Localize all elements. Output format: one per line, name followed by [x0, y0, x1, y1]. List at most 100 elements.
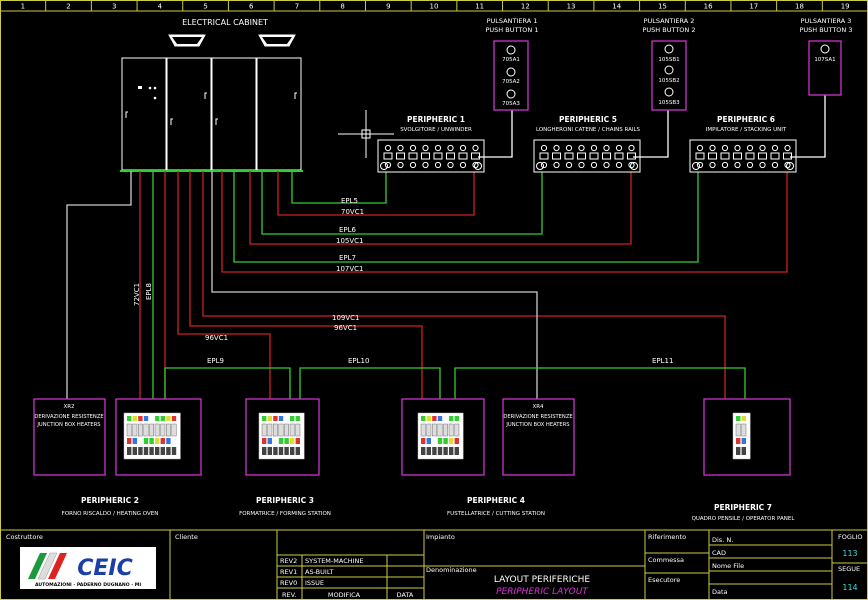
bottom-peripheric-7: PERIPHERIC 7 QUADRO PENSILE / OPERATOR P… — [692, 398, 796, 522]
terminal-block — [602, 152, 611, 160]
module-led — [273, 438, 278, 444]
module-slot — [165, 423, 171, 437]
terminal-block — [627, 152, 636, 160]
svg-text:705A1: 705A1 — [502, 57, 520, 63]
cable-105vc1 — [249, 171, 632, 245]
cable-epl5 — [291, 171, 387, 204]
cabinet-door-4 — [256, 57, 302, 171]
svg-text:JUNCTION BOX HEATERS: JUNCTION BOX HEATERS — [36, 422, 100, 428]
module-led — [143, 416, 149, 421]
connector-icon — [786, 162, 794, 170]
svg-text:IMPILATORE / STACKING UNIT: IMPILATORE / STACKING UNIT — [706, 127, 787, 133]
svg-text:FORNO RISCALDO / HEATING OVEN: FORNO RISCALDO / HEATING OVEN — [62, 511, 159, 517]
label-107vc1: 107VC1 — [336, 265, 364, 273]
module-slot — [741, 423, 747, 437]
module-led — [736, 438, 741, 444]
column-number: 9 — [386, 3, 390, 11]
module-slot — [735, 423, 741, 437]
module-led — [426, 438, 431, 444]
module-led — [166, 438, 171, 444]
terminal-block — [708, 152, 717, 160]
module-terminal — [736, 447, 741, 455]
svg-text:QUADRO PENSILE / OPERATOR PANE: QUADRO PENSILE / OPERATOR PANEL — [692, 516, 796, 522]
module-led — [262, 416, 267, 421]
module-slot — [437, 423, 443, 437]
module-slot — [267, 423, 273, 437]
column-number: 18 — [795, 3, 804, 11]
module-slot — [149, 423, 154, 437]
cable-epl9 — [164, 367, 291, 399]
terminal-icon — [734, 161, 741, 169]
label-denominazione: Denominazione — [426, 566, 477, 574]
module-led — [443, 438, 448, 444]
module-led — [273, 416, 278, 421]
column-number: 12 — [521, 3, 530, 11]
svg-text:FORMATRICE / FORMING STATION: FORMATRICE / FORMING STATION — [239, 511, 331, 517]
module-slot — [273, 423, 278, 437]
column-number: 3 — [112, 3, 116, 11]
cabinet-door-1 — [121, 57, 167, 171]
junction-box-xr2: XR2 DERIVAZIONE RESISTENZE JUNCTION BOX … — [33, 398, 106, 476]
terminal-icon — [397, 161, 404, 169]
module-terminal — [437, 447, 443, 455]
label-109vc1: 109VC1 — [332, 314, 360, 322]
label-nome-file: Nome File — [712, 562, 744, 570]
button-icon — [506, 45, 516, 55]
terminal-icon — [784, 161, 791, 169]
column-number: 2 — [66, 3, 70, 11]
terminal-block — [770, 152, 780, 160]
label-dis-n: Dis. N. — [712, 536, 733, 544]
terminal-icon — [709, 144, 716, 152]
rev-2: REV2 — [280, 557, 297, 565]
module-slot — [126, 423, 132, 437]
electrical-cabinet — [120, 34, 303, 172]
module-terminal — [449, 447, 454, 455]
module-led — [443, 416, 448, 421]
terminal-block — [733, 152, 742, 160]
module-led — [290, 438, 295, 444]
terminal-icon — [422, 144, 429, 152]
top-peripheric-1: PERIPHERIC 1 SVOLGITORE / UNWINDER — [377, 115, 485, 173]
module-terminal — [160, 447, 165, 455]
button-icon — [664, 65, 674, 75]
module-led — [138, 438, 143, 444]
module-led — [155, 438, 160, 444]
module-led — [736, 416, 741, 421]
connector-icon — [630, 162, 638, 170]
cable-epl11 — [454, 367, 746, 399]
module-terminal — [295, 447, 300, 455]
module-led — [127, 438, 132, 444]
terminal-block — [758, 152, 767, 160]
module-slot — [289, 423, 295, 437]
terminal-block — [396, 152, 405, 160]
module-led — [295, 438, 300, 444]
module-slot — [284, 423, 289, 437]
push-button-3: PULSANTIERA 3 PUSH BUTTON 3 107SA1 — [800, 17, 853, 96]
segue-number: 114 — [842, 583, 857, 592]
terminal-block — [564, 152, 574, 160]
terminal-icon — [603, 161, 610, 169]
terminal-block — [383, 152, 393, 160]
terminal-block — [539, 152, 549, 160]
button-icon — [664, 44, 674, 54]
svg-text:DERIVAZIONE RESISTENZE: DERIVAZIONE RESISTENZE — [34, 414, 103, 420]
rev-2-desc: SYSTEM-MACHINE — [305, 557, 364, 565]
svg-text:PUSH BUTTON 3: PUSH BUTTON 3 — [800, 26, 853, 34]
terminal-icon — [696, 144, 704, 152]
module-led — [437, 438, 443, 444]
cabinet-title: ELECTRICAL CABINET — [182, 18, 268, 27]
module-led — [449, 416, 454, 421]
terminal-icon — [434, 144, 442, 152]
cable-96vc1-a — [177, 171, 271, 399]
module-slot — [432, 423, 437, 437]
svg-text:XR2: XR2 — [63, 404, 74, 410]
module-terminal — [426, 447, 431, 455]
label-epl8: EPL8 — [145, 283, 153, 300]
svg-text:FUSTELLATRICE / CUTTING STATIO: FUSTELLATRICE / CUTTING STATION — [447, 511, 545, 517]
terminal-block — [783, 152, 792, 160]
label-impianto: Impianto — [426, 533, 455, 541]
svg-text:105SB3: 105SB3 — [658, 100, 680, 106]
column-number: 5 — [203, 3, 207, 11]
terminal-icon — [771, 161, 779, 169]
io-rail-frame — [533, 139, 641, 173]
